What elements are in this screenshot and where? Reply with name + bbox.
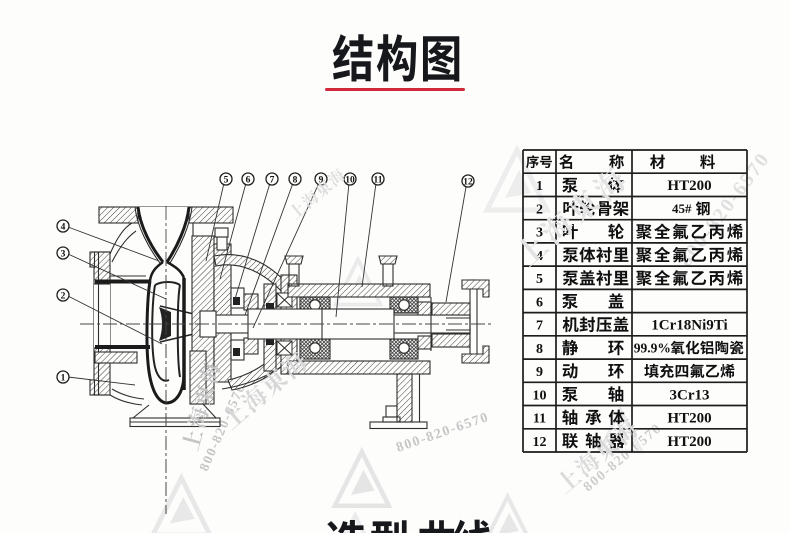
svg-text:HT200: HT200 (667, 411, 711, 427)
svg-text:1: 1 (61, 374, 66, 384)
svg-text:3: 3 (536, 226, 543, 241)
svg-text:9: 9 (319, 176, 324, 186)
svg-text:2: 2 (536, 203, 543, 218)
svg-text:HT200: HT200 (667, 434, 711, 450)
svg-text:99.9%: 99.9% (634, 341, 671, 356)
svg-text:11: 11 (533, 412, 546, 427)
svg-text:4: 4 (61, 223, 66, 233)
svg-text:8: 8 (293, 176, 298, 186)
svg-text:2: 2 (61, 292, 66, 302)
svg-text:HT200: HT200 (667, 178, 711, 194)
svg-text:10: 10 (345, 176, 355, 186)
svg-text:12: 12 (463, 178, 473, 188)
svg-text:6: 6 (536, 295, 543, 310)
svg-text:1: 1 (536, 179, 543, 194)
svg-text:3Cr13: 3Cr13 (670, 387, 710, 403)
svg-text:45#: 45# (672, 201, 692, 216)
svg-text:4: 4 (536, 249, 543, 264)
svg-text:6: 6 (246, 176, 251, 186)
svg-text:1Cr18Ni9Ti: 1Cr18Ni9Ti (651, 318, 727, 334)
svg-text:9: 9 (536, 365, 543, 380)
svg-text:10: 10 (533, 388, 547, 403)
svg-text:12: 12 (533, 435, 547, 450)
svg-text:11: 11 (374, 176, 383, 186)
svg-text:7: 7 (270, 176, 275, 186)
svg-text:5: 5 (536, 272, 543, 287)
svg-text:7: 7 (536, 319, 543, 334)
svg-text:8: 8 (536, 342, 543, 357)
svg-text:5: 5 (224, 176, 229, 186)
svg-text:3: 3 (61, 250, 66, 260)
